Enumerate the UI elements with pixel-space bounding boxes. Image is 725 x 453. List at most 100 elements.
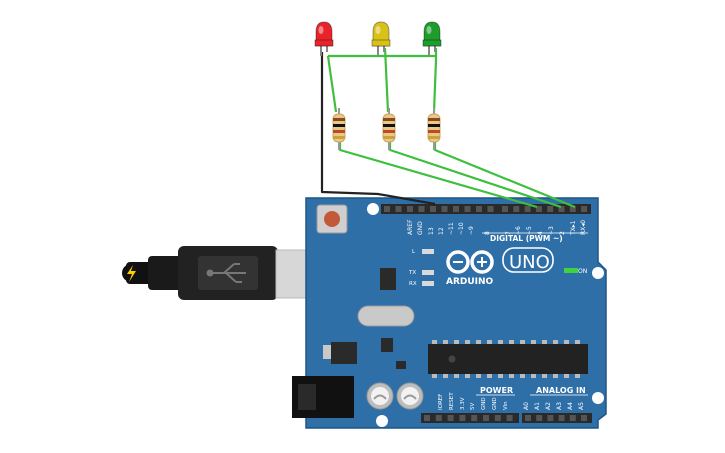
pin-hole[interactable] [441,206,448,212]
yellow-led[interactable] [371,21,391,56]
pin-hole[interactable] [536,415,543,421]
pin-hole[interactable] [569,415,576,421]
uno-badge [502,247,554,273]
pin-hole[interactable] [395,206,402,212]
analog-pin-label: A0 [523,402,530,410]
pin-hole[interactable] [581,206,588,212]
chip-leg [498,374,503,378]
pin-hole[interactable] [464,206,471,212]
pin-hole[interactable] [558,415,565,421]
pin-hole[interactable] [581,415,587,421]
analog-pin-label: A5 [578,402,585,410]
pin-hole[interactable] [384,206,390,212]
pin-hole[interactable] [483,415,489,421]
red-led-wire[interactable] [326,55,338,113]
pin-hole[interactable] [569,206,576,212]
led-l [422,249,434,254]
power-pin-label: 5V [470,403,476,410]
chip-leg [542,374,547,378]
crystal-oscillator [357,305,415,327]
led-l-label: L [412,249,416,255]
chip-leg [487,374,492,378]
digital-pin-label: TX▸1 [570,220,577,236]
regulator-tab [323,345,333,359]
power-pin-label: RESET [449,392,455,410]
rx-label: RX [409,281,417,287]
tx-label: TX [408,270,416,276]
pin-hole[interactable] [535,206,542,212]
usb-cable-boot [148,256,184,290]
digital-pin-holes[interactable] [384,206,588,212]
pin-hole[interactable] [447,415,454,421]
resistor[interactable] [427,108,441,150]
digital-pin-label: ~3 [548,226,555,235]
pin-hole[interactable] [471,415,478,421]
chip-leg [487,340,492,344]
chip-pins [432,340,580,378]
power-pin-label: 3.3V [460,397,466,410]
reset-button[interactable] [316,204,348,234]
bottom-pin-holes[interactable] [424,415,587,421]
arduino-brand: ARDUINO [446,277,494,287]
pin-hole[interactable] [424,415,430,421]
arduino-board[interactable]: AREF GND 1312~11~10~987~6~54~32TX▸1RX◂0 … [292,197,607,429]
pin-hole[interactable] [407,206,413,212]
analog-pin-label: A3 [556,402,563,410]
chip-notch [448,355,456,363]
pin-hole[interactable] [459,415,466,421]
power-led [564,268,578,273]
pin-hole[interactable] [525,415,531,421]
pin-hole[interactable] [547,206,554,212]
digital-header-left [381,204,499,214]
chip-leg [476,340,481,344]
pin-hole[interactable] [502,206,508,212]
on-label: ON [578,268,587,275]
pin-hole[interactable] [435,415,442,421]
chip-leg [520,340,525,344]
digital-pin-label: 13 [428,227,435,235]
green-led-wire[interactable] [432,48,438,113]
resistor[interactable] [382,108,396,150]
analog-header [522,413,592,423]
digital-pin-label: RX◂0 [580,220,587,235]
pin-hole[interactable] [547,415,554,421]
voltage-regulator [331,342,357,364]
mount-hole [592,267,604,279]
digital-pin-label: ~5 [526,226,533,235]
pin-hole[interactable] [494,415,501,421]
chip-leg [432,340,437,344]
pin-hole[interactable] [558,206,565,212]
resistor[interactable] [332,108,346,150]
chip-leg [476,374,481,378]
pin-hole[interactable] [513,206,520,212]
pin-hole[interactable] [487,206,494,212]
power-pin-label: GND [481,397,487,410]
chip-leg [454,374,459,378]
ground-wire[interactable] [320,52,436,206]
power-header [421,413,519,423]
resistors[interactable] [332,108,441,150]
red-led[interactable] [314,21,334,56]
power-pin-label: GND [492,397,498,410]
pin-hole[interactable] [430,206,436,212]
analog-pin-label: A4 [567,402,574,410]
pin-hole[interactable] [476,206,482,212]
pin-hole[interactable] [506,415,513,421]
chip-leg [465,340,470,344]
digital-pin-label: ~9 [468,226,475,235]
small-chip [381,338,393,352]
pin-hole[interactable] [524,206,531,212]
chip-leg [432,374,437,378]
pin-hole[interactable] [453,206,459,212]
wires[interactable] [320,47,576,209]
pin-hole[interactable] [418,206,425,212]
chip-leg [443,374,448,378]
leds[interactable] [314,21,442,56]
lightning-icon [127,265,136,282]
small-chip [396,361,406,369]
yellow-led-wire[interactable] [383,47,390,113]
usb-chip [380,268,396,290]
green-led[interactable] [422,21,442,56]
